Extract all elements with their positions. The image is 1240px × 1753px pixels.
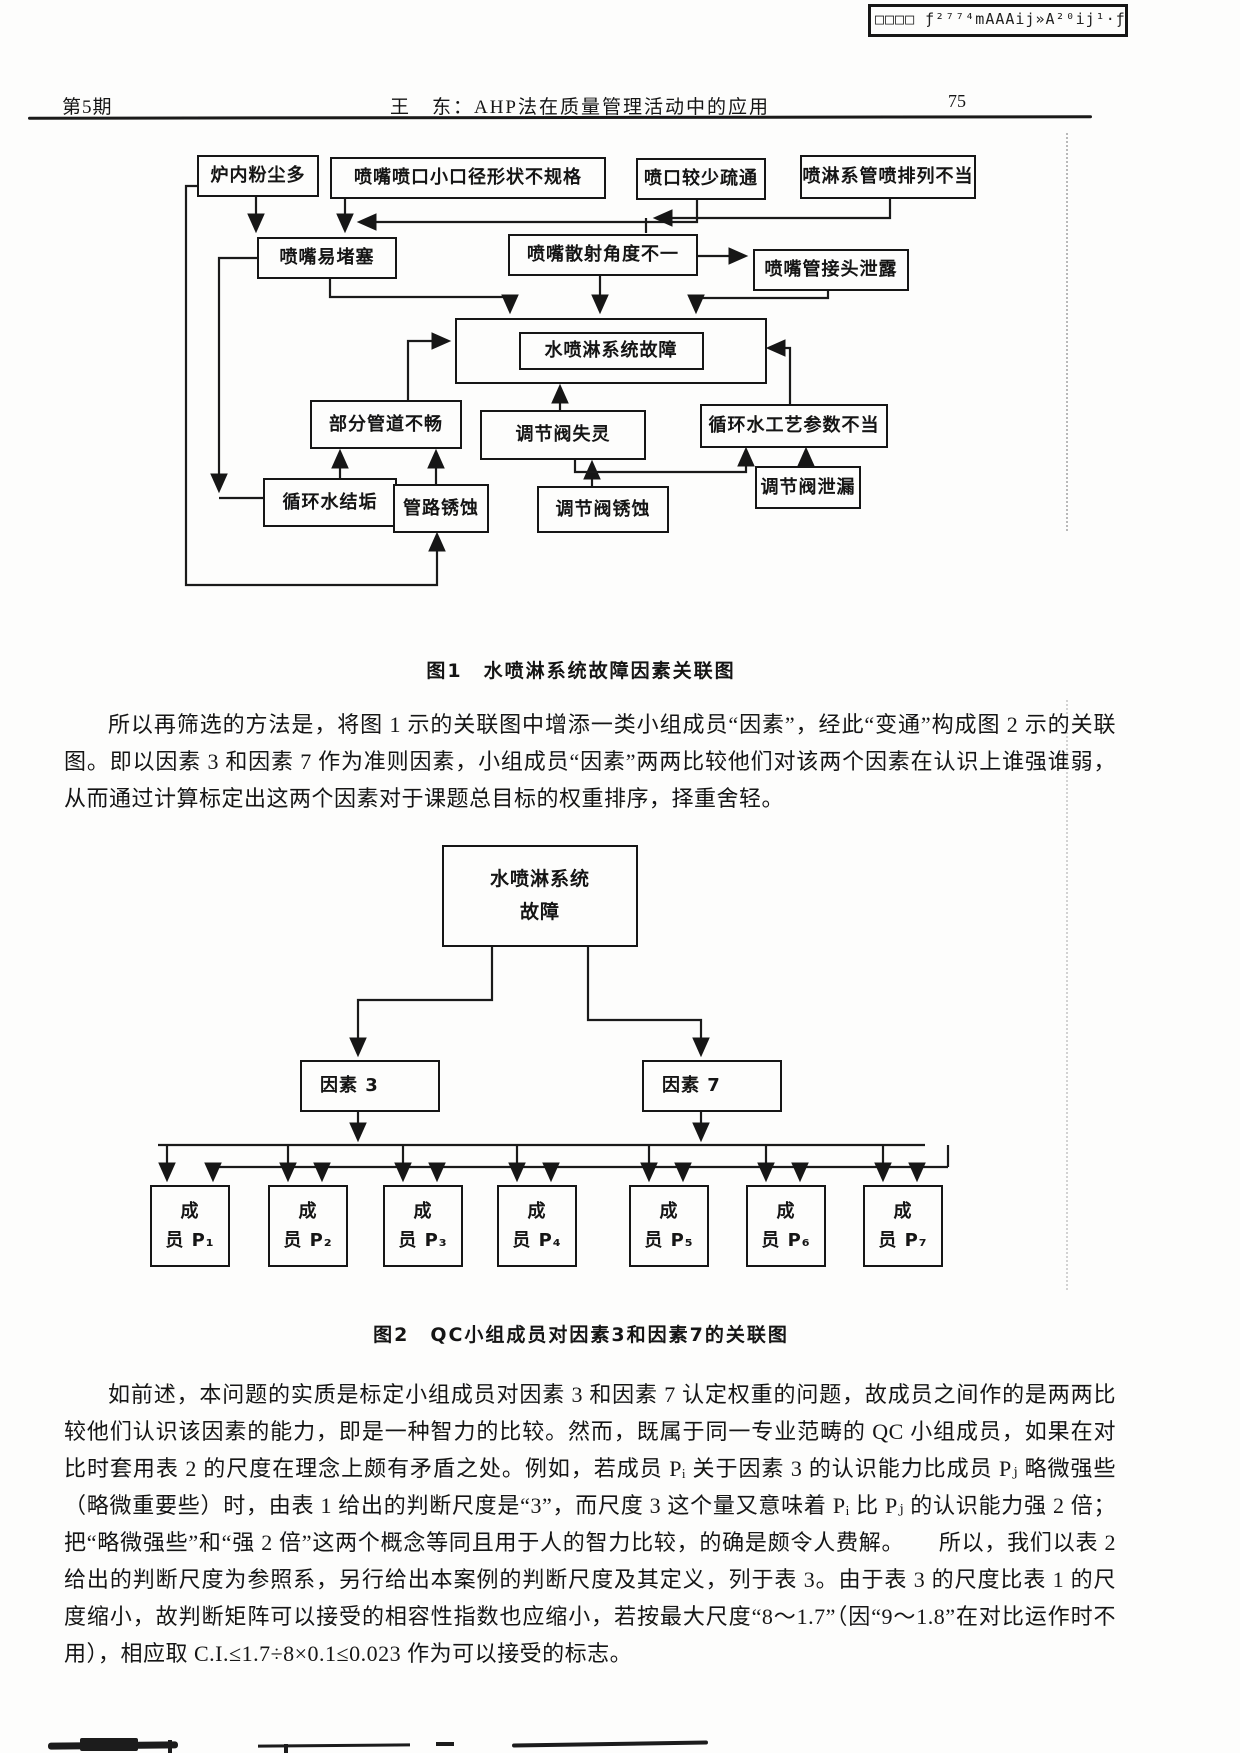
- header-rule: [27, 115, 1093, 120]
- fig1-node-spray-angle: 喷嘴散射角度不一: [508, 234, 698, 276]
- member-line2: 员 P₃: [398, 1229, 448, 1251]
- member-line1: 成: [527, 1200, 547, 1222]
- scan-artifact: [168, 1740, 172, 1753]
- fig2-root-line1: 水喷淋系统: [489, 868, 590, 891]
- scan-watermark-box: □□□□ ƒ²⁷⁷⁴mAAAij»A²⁰ij¹·ƒ: [868, 4, 1128, 37]
- scan-artifact: [257, 1743, 411, 1748]
- member-line2: 员 P₁: [165, 1229, 215, 1251]
- fig2-node-factor3: 因素 3: [300, 1060, 440, 1112]
- fig1-node-pipe-blocked: 部分管道不畅: [310, 400, 462, 449]
- fig1-node-nozzle-unclog: 喷口较少疏通: [636, 158, 766, 200]
- fig1-node-nozzle-shape: 喷嘴喷口小口径形状不规格: [330, 157, 606, 199]
- scan-artifact: [284, 1744, 288, 1753]
- figure2-caption: 图2 QC小组成员对因素3和因素7的关联图: [373, 1324, 789, 1346]
- fig1-node-valve-fail: 调节阀失灵: [480, 410, 646, 460]
- member-line1: 成: [776, 1200, 796, 1222]
- fig2-member-p7: 成 员 P₇: [863, 1185, 943, 1267]
- fig2-member-p1: 成 员 P₁: [150, 1185, 230, 1267]
- fig1-node-system-fault-inner: 水喷淋系统故障: [518, 332, 704, 370]
- scan-artifact: [436, 1742, 454, 1746]
- page-number: 75: [948, 91, 966, 111]
- member-line2: 员 P₇: [878, 1229, 928, 1251]
- scan-artifact: [511, 1740, 709, 1748]
- fig1-node-valve-leak: 调节阀泄漏: [755, 466, 861, 509]
- fig1-node-water-scale: 循环水结垢: [263, 478, 397, 527]
- fig1-node-joint-leak: 喷嘴管接头泄露: [753, 249, 909, 291]
- fig2-member-p6: 成 员 P₆: [746, 1185, 826, 1267]
- member-line2: 员 P₅: [644, 1229, 694, 1251]
- fig1-node-pipe-rust: 管路锈蚀: [393, 484, 489, 533]
- member-line1: 成: [413, 1200, 433, 1222]
- scan-artifact: [80, 1738, 138, 1751]
- fig2-node-factor7: 因素 7: [642, 1060, 782, 1112]
- fig1-node-process-param: 循环水工艺参数不当: [700, 404, 888, 448]
- paragraph-2: 如前述，本问题的实质是标定小组成员对因素 3 和因素 7 认定权重的问题，故成员…: [64, 1382, 1116, 1666]
- fig1-node-nozzle-block: 喷嘴易堵塞: [257, 237, 397, 279]
- scan-dotted-line: [1066, 133, 1068, 531]
- member-line1: 成: [893, 1200, 913, 1222]
- fig2-member-p2: 成 员 P₂: [268, 1185, 348, 1267]
- fig2-member-p3: 成 员 P₃: [383, 1185, 463, 1267]
- fig1-node-pipe-layout: 喷淋系管喷排列不当: [800, 155, 976, 199]
- issue-label: 第5期: [62, 97, 113, 118]
- figure1-caption: 图1 水喷淋系统故障因素关联图: [426, 660, 736, 682]
- fig1-node-furnace-dust: 炉内粉尘多: [197, 155, 319, 197]
- fig1-node-valve-rust: 调节阀锈蚀: [537, 486, 669, 533]
- fig2-root-node: 水喷淋系统 故障: [442, 845, 638, 947]
- member-line1: 成: [298, 1200, 318, 1222]
- member-line1: 成: [659, 1200, 679, 1222]
- paragraph-1: 所以再筛选的方法是，将图 1 示的关联图中增添一类小组成员“因素”，经此“变通”…: [64, 712, 1116, 811]
- fig2-member-p5: 成 员 P₅: [629, 1185, 709, 1267]
- member-line2: 员 P₄: [512, 1229, 562, 1251]
- member-line2: 员 P₂: [283, 1229, 333, 1251]
- fig2-root-line2: 故障: [519, 901, 560, 923]
- fig1-node-system-fault: 水喷淋系统故障: [455, 318, 767, 384]
- member-line2: 员 P₆: [761, 1229, 811, 1251]
- fig2-member-p4: 成 员 P₄: [497, 1185, 577, 1267]
- scan-dotted-line: [1066, 700, 1068, 1290]
- running-title: 王 东：AHP法在质量管理活动中的应用: [389, 97, 770, 118]
- member-line1: 成: [180, 1200, 200, 1222]
